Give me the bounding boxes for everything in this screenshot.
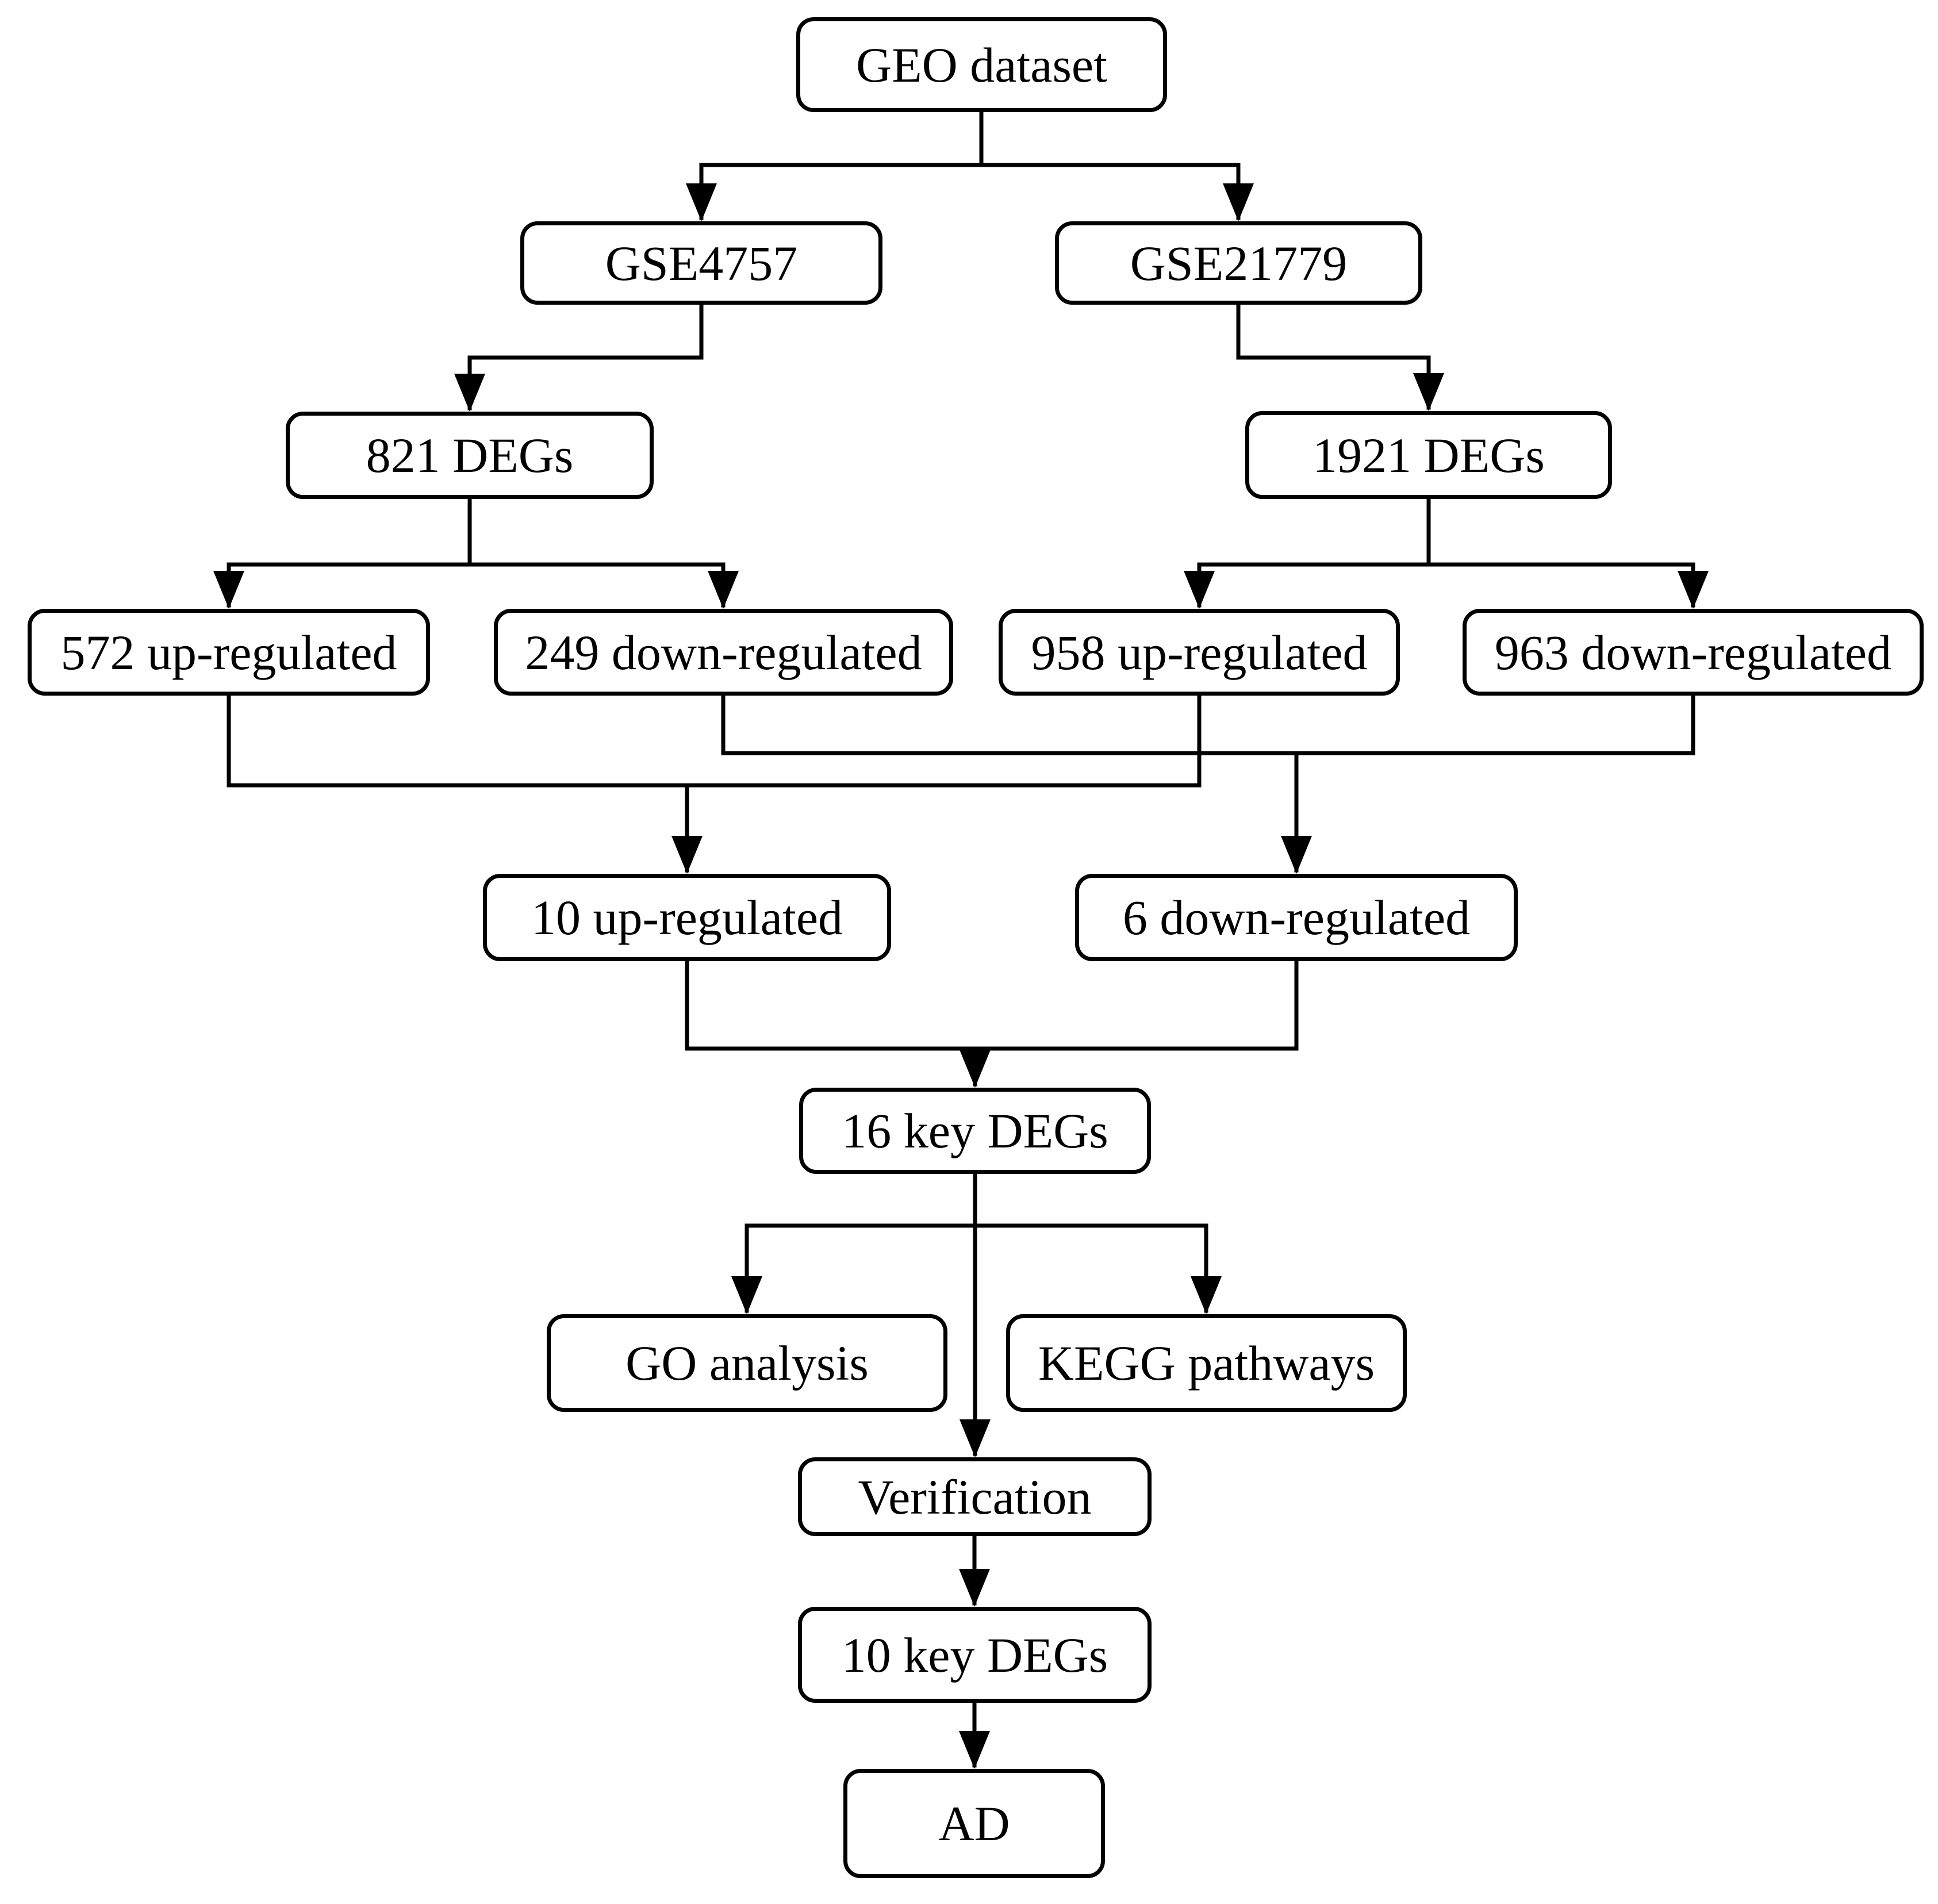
edge-group-down-merge xyxy=(721,693,1695,874)
edge-group-geo-split xyxy=(686,110,1254,221)
edge-group-key16-children xyxy=(731,1172,1222,1457)
node-10-up-regulated: 10 up-regulated xyxy=(483,874,891,961)
node-1921-degs: 1921 DEGs xyxy=(1245,411,1612,499)
node-geo-dataset: GEO dataset xyxy=(796,17,1167,112)
node-958-up-regulated: 958 up-regulated xyxy=(999,609,1400,696)
node-249-down-regulated: 249 down-regulated xyxy=(494,609,953,696)
edge-group-up-merge xyxy=(227,693,1202,874)
node-verification: Verification xyxy=(798,1457,1152,1536)
node-6-down-regulated: 6 down-regulated xyxy=(1075,874,1518,961)
node-572-up-regulated: 572 up-regulated xyxy=(28,609,430,696)
node-gse21779: GSE21779 xyxy=(1055,221,1422,305)
edge-group-degs1921-split xyxy=(1184,497,1709,609)
node-go-analysis: GO analysis xyxy=(547,1314,947,1412)
edge-group-degs821-split xyxy=(213,497,739,609)
node-kegg-pathways: KEGG pathways xyxy=(1006,1314,1407,1412)
node-ad: AD xyxy=(843,1769,1105,1878)
node-963-down-regulated: 963 down-regulated xyxy=(1463,609,1924,696)
node-16-key-degs: 16 key DEGs xyxy=(799,1088,1151,1174)
edge-group-key16-merge xyxy=(685,959,1299,1088)
node-gse4757: GSE4757 xyxy=(520,221,882,305)
node-10-key-degs: 10 key DEGs xyxy=(798,1607,1152,1703)
edge-group-gse21779-degs1921 xyxy=(1236,302,1444,411)
node-821-degs: 821 DEGs xyxy=(286,412,654,499)
edge-group-gse4757-degs821 xyxy=(454,302,704,412)
